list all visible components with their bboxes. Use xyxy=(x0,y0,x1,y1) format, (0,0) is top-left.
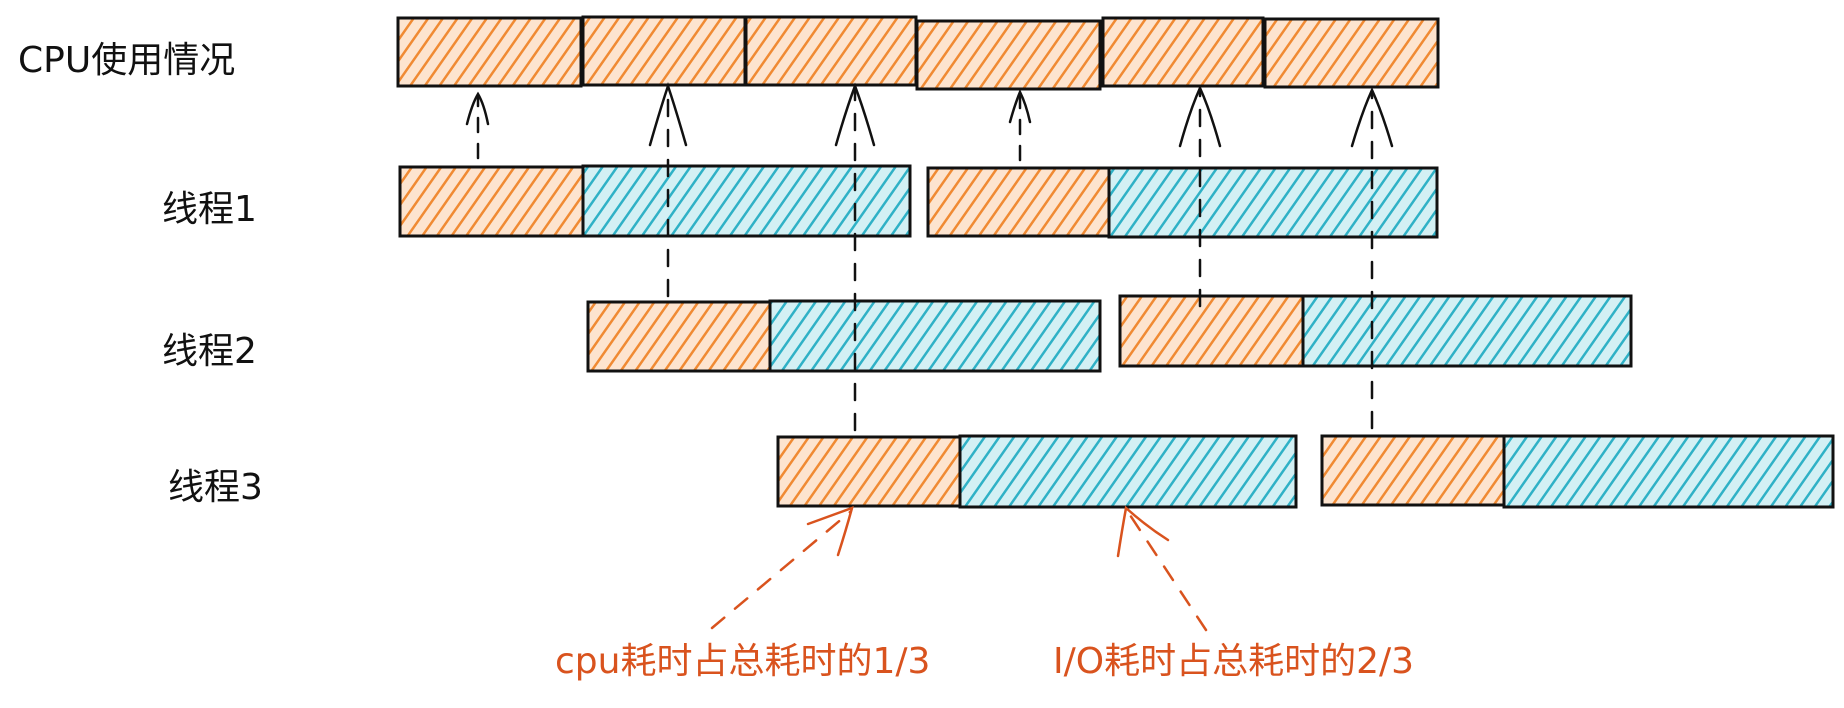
thread3-io-segment-1 xyxy=(958,434,1298,509)
arrow-cpu-slot-4 xyxy=(1008,88,1032,162)
scheduling-arrows xyxy=(465,82,1394,432)
arrow-cpu-slot-2 xyxy=(648,82,688,298)
io-share-annotation: I/O耗时占总耗时的2/3 xyxy=(1053,641,1415,682)
thread3-label: 线程3 xyxy=(168,467,263,508)
thread2-cpu-segment-2 xyxy=(1118,294,1305,368)
cpu-share-annotation: cpu耗时占总耗时的1/3 xyxy=(555,641,931,682)
cpu-usage-label: CPU使用情况 xyxy=(18,40,236,81)
arrow-cpu-slot-6 xyxy=(1350,86,1394,430)
thread1-label: 线程1 xyxy=(162,189,257,230)
thread2-io-segment-1 xyxy=(768,299,1102,373)
io-share-arrow xyxy=(1116,505,1208,632)
thread2-row xyxy=(586,294,1633,373)
cpu-slot-2 xyxy=(581,15,747,87)
thread1-io-segment-1 xyxy=(581,164,912,238)
arrow-cpu-slot-5 xyxy=(1178,84,1222,308)
arrow-cpu-slot-3 xyxy=(834,82,876,432)
thread1-cpu-segment-1 xyxy=(398,165,585,238)
thread1-io-segment-2 xyxy=(1107,166,1439,239)
cpu-slot-1 xyxy=(396,16,583,88)
cpu-usage-row xyxy=(396,15,1440,91)
cpu-slot-6 xyxy=(1263,17,1440,89)
cpu-share-arrow xyxy=(710,506,854,630)
thread1-cpu-segment-2 xyxy=(926,166,1111,238)
thread2-cpu-segment-1 xyxy=(586,300,772,373)
arrow-cpu-slot-1 xyxy=(465,91,490,160)
thread1-row xyxy=(398,164,1439,239)
cpu-slot-3 xyxy=(744,15,918,87)
annotation-arrows xyxy=(710,505,1208,632)
thread2-io-segment-2 xyxy=(1301,294,1633,368)
thread3-io-segment-2 xyxy=(1502,434,1835,509)
cpu-slot-5 xyxy=(1101,16,1265,88)
thread3-cpu-segment-2 xyxy=(1320,434,1506,507)
thread3-row xyxy=(776,434,1835,509)
cpu-slot-4 xyxy=(915,19,1102,91)
thread2-label: 线程2 xyxy=(162,331,257,372)
thread3-cpu-segment-1 xyxy=(776,435,962,508)
